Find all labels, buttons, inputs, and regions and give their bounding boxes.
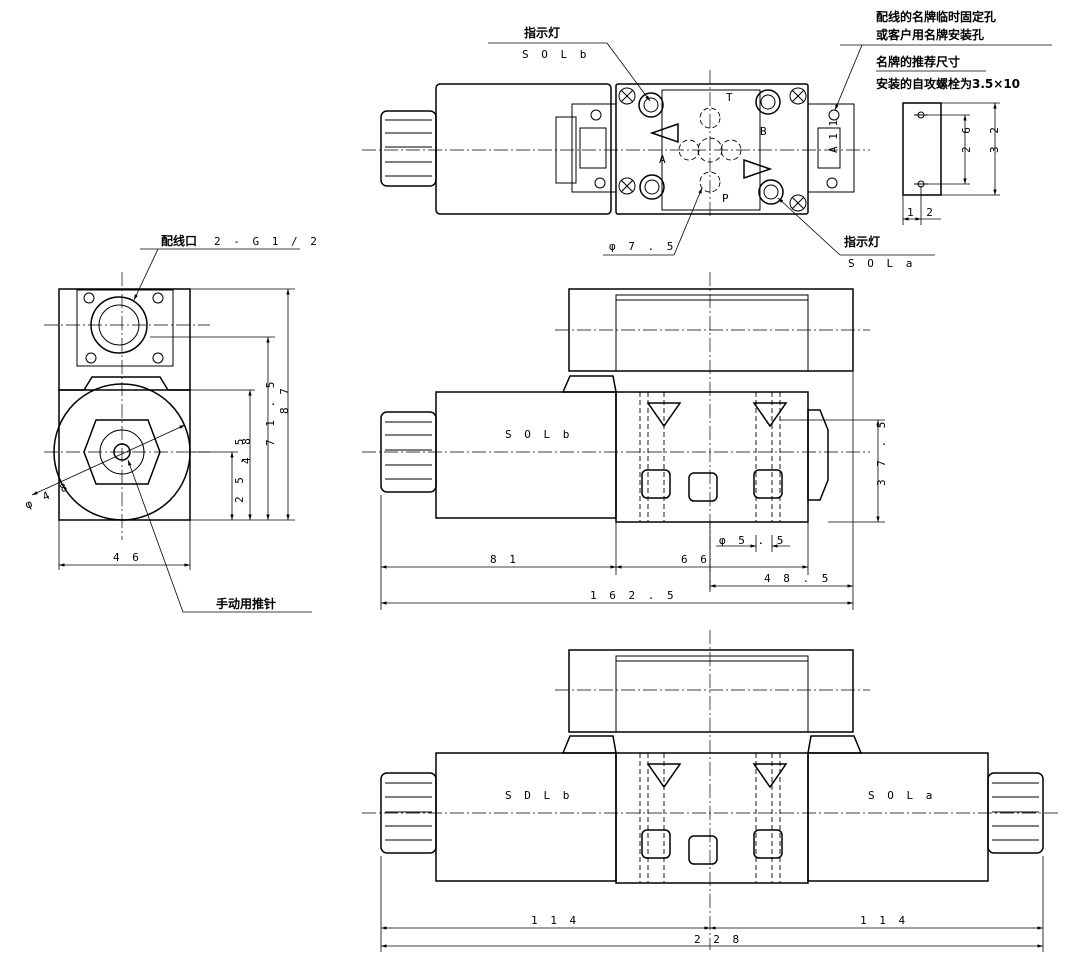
side-view [31, 248, 312, 613]
lamp-a-icon [758, 179, 784, 205]
front-plug [807, 409, 829, 501]
top-coil-knob [380, 110, 437, 187]
side-h-87-dim: 8 7 [278, 385, 291, 414]
port-p-label: P [722, 192, 729, 205]
sol-a-top-label: S O L a [848, 257, 915, 270]
side-width-dim: 4 6 [113, 551, 142, 564]
side-h-71-5-dim: 7 1 . 5 [264, 379, 277, 446]
wiring-port-size: 2 - G 1 / 2 [214, 235, 320, 248]
a-mark-icon [752, 402, 788, 428]
top-flange-right [807, 103, 855, 193]
nameplate-size-title: 名牌的推荐尺寸 [876, 54, 960, 69]
side-connector-box [76, 289, 174, 367]
front-37-5-dim: 3 7 . 5 [875, 419, 888, 486]
nameplate-hole-note-2: 或客户用名牌安装孔 [876, 27, 984, 42]
side-h-48-dim: 4 8 [240, 435, 253, 464]
bottom-coil-b-label: S D L b [505, 789, 572, 802]
sol-b-top-label: S O L b [522, 48, 589, 61]
port-a-label: A [659, 153, 666, 166]
front-view [362, 272, 885, 610]
np-height-32-dim: 3 2 [988, 124, 1001, 153]
nameplate-screw-note: 安装的自攻螺栓为3.5×10 [876, 76, 1020, 91]
side-dia-dim: φ 4 8 [23, 479, 72, 511]
bottom-port-b-icon [753, 829, 783, 859]
np-height-26-dim: 2 6 [960, 124, 973, 153]
bottom-coil-left [435, 752, 617, 882]
nameplate-mark: A 1 1 [827, 120, 840, 153]
bottom-coil-a-label: S O L a [868, 789, 935, 802]
nameplate-hole-note-1: 配线的名牌临时固定孔 [876, 9, 996, 24]
port-b-label: B [760, 125, 767, 138]
top-flange-left [571, 103, 617, 193]
indicator-b-note: 指示灯 [524, 25, 560, 40]
top-port-face [661, 89, 761, 211]
bottom-114-right-dim: 1 1 4 [860, 914, 908, 927]
port-dia-dim: φ 7 . 5 [609, 240, 676, 253]
top-nameplate-left [579, 127, 607, 169]
top-view: A 1 1 [362, 42, 1052, 256]
top-bolts [590, 87, 840, 212]
top-coil-body [435, 83, 612, 215]
b-mark-icon [646, 402, 682, 428]
lamp-top-right-icon [755, 89, 781, 115]
bottom-coil-right [807, 752, 989, 882]
manual-pin-note: 手动用推针 [216, 596, 276, 611]
np-width-dim: 1 2 [907, 206, 936, 219]
lamp-b-icon [638, 92, 664, 118]
bottom-view [362, 630, 1058, 952]
front-coil-body [435, 391, 617, 519]
side-h-25-5-dim: 2 5 . 5 [233, 436, 246, 503]
bottom-upper-housing [568, 649, 854, 733]
front-66-dim: 6 6 [681, 553, 710, 566]
top-nameplate-right [817, 127, 841, 169]
front-coil-label: S O L b [505, 428, 572, 441]
wiring-port-note: 配线口 [161, 233, 197, 248]
lamp-bottom-left-icon [639, 174, 665, 200]
front-dia-dim: φ 5 . 5 [719, 534, 786, 547]
nameplate-detail [902, 102, 1000, 225]
solenoid-b-triangle-icon [649, 122, 679, 144]
port-t-label: T [726, 91, 733, 104]
bottom-228-dim: 2 2 8 [694, 933, 742, 946]
bottom-port-p-icon [688, 835, 718, 865]
bottom-114-left-dim: 1 1 4 [531, 914, 579, 927]
front-48-5-dim: 4 8 . 5 [764, 572, 831, 585]
port-b-icon [753, 469, 783, 499]
solenoid-a-triangle-icon [743, 158, 773, 180]
side-upper-body [58, 288, 191, 391]
bottom-port-a-icon [641, 829, 671, 859]
front-81-dim: 8 1 [490, 553, 519, 566]
port-p-icon [688, 472, 718, 502]
indicator-a-note: 指示灯 [844, 234, 880, 249]
port-a-icon [641, 469, 671, 499]
front-162-5-dim: 1 6 2 . 5 [590, 589, 677, 602]
